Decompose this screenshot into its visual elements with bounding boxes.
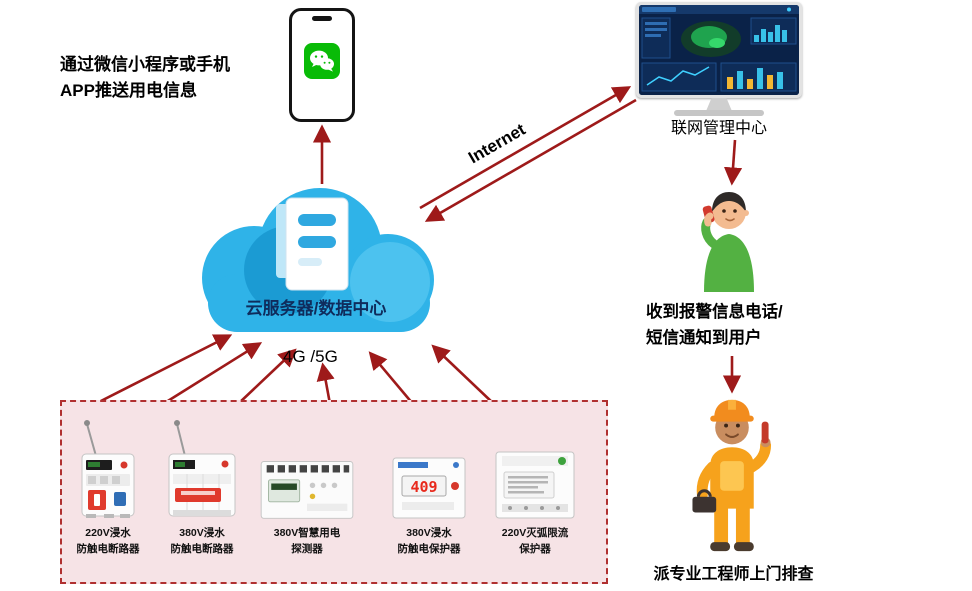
monitor-icon bbox=[636, 2, 802, 98]
device-slot-1: 220V浸水 防触电断路器 bbox=[60, 410, 156, 558]
cloud-server-label: 云服务器/数据中心 bbox=[245, 299, 387, 318]
device-5-name-line2: 保护器 bbox=[519, 542, 551, 555]
engineer-label: 派专业工程师上门排查 bbox=[653, 566, 814, 583]
dashboard-screen bbox=[639, 5, 799, 95]
device-display-value: 409 bbox=[410, 478, 437, 496]
device-label-2: 380V浸水 防触电断路器 bbox=[154, 526, 250, 558]
arc-protector-icon bbox=[487, 410, 583, 522]
protector-380v-icon: 409 bbox=[381, 410, 477, 522]
device-1-name-line1: 220V浸水 bbox=[85, 527, 131, 539]
monitor-stand bbox=[706, 98, 732, 111]
breaker-380v-icon bbox=[154, 410, 250, 522]
device-label-5: 220V灭弧限流 保护器 bbox=[487, 526, 583, 558]
device-2-name-line2: 防触电断路器 bbox=[170, 542, 234, 555]
wechat-icon bbox=[304, 43, 340, 79]
user-on-phone-icon bbox=[690, 182, 768, 294]
alarm-notify-line2: 短信通知到用户 bbox=[646, 328, 762, 347]
device-label-4: 380V浸水 防触电保护器 bbox=[381, 526, 477, 558]
breaker-220v-icon bbox=[60, 410, 156, 522]
device-4-name-line1: 380V浸水 bbox=[406, 527, 452, 539]
device-label-3: 380V智慧用电 探测器 bbox=[259, 526, 355, 558]
alarm-notify-note: 收到报警信息电话/ 短信通知到用户 bbox=[646, 300, 831, 351]
wechat-push-note-line1: 通过微信小程序或手机 bbox=[60, 55, 230, 74]
management-center-label: 联网管理中心 bbox=[670, 120, 767, 137]
device-4-name-line2: 防触电保护器 bbox=[397, 542, 461, 555]
device-panel: 220V浸水 防触电断路器 bbox=[60, 400, 608, 584]
device-1-name-line2: 防触电断路器 bbox=[76, 542, 140, 555]
smartphone-icon bbox=[289, 8, 355, 122]
internet-label: Internet bbox=[465, 119, 529, 168]
smart-detector-icon bbox=[259, 410, 355, 522]
wechat-push-note-line2: APP推送用电信息 bbox=[60, 81, 197, 101]
device-slot-4: 409 380V浸水 防触电保护器 bbox=[381, 410, 477, 558]
cloud-server: 云服务器/数据中心 bbox=[180, 178, 452, 348]
device-3-name-line2: 探测器 bbox=[291, 542, 323, 555]
device-slot-5: 220V灭弧限流 保护器 bbox=[487, 410, 583, 558]
device-label-1: 220V浸水 防触电断路器 bbox=[60, 526, 156, 558]
device-slot-2: 380V浸水 防触电断路器 bbox=[154, 410, 250, 558]
phone-notch bbox=[312, 16, 332, 21]
alarm-notify-line1: 收到报警信息电话/ bbox=[646, 303, 783, 321]
network-4g5g-label: 4G /5G bbox=[283, 347, 338, 366]
device-3-name-line1: 380V智慧用电 bbox=[273, 527, 341, 539]
device-slot-3: 380V智慧用电 探测器 bbox=[259, 410, 355, 558]
cloud-icon bbox=[202, 188, 434, 332]
device-5-name-line1: 220V灭弧限流 bbox=[501, 527, 569, 539]
monitor-base bbox=[674, 110, 764, 116]
wechat-push-note: 通过微信小程序或手机 APP推送用电信息 bbox=[60, 52, 230, 105]
engineer-icon bbox=[684, 388, 780, 558]
device-2-name-line1: 380V浸水 bbox=[179, 527, 225, 539]
